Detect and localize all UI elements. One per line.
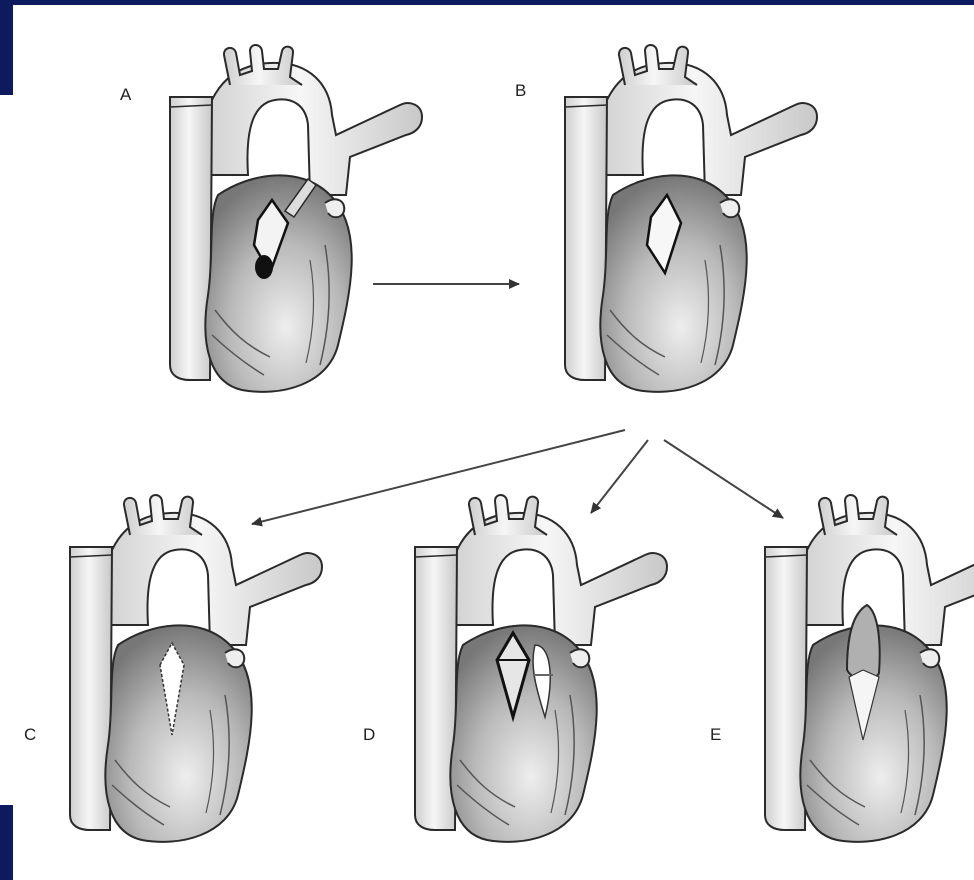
arrow-b-to-d: [591, 440, 648, 513]
panel-label-e: E: [710, 725, 721, 744]
panel-label-c: C: [24, 725, 36, 744]
panel-a: [170, 45, 422, 392]
panel-label-d: D: [363, 725, 375, 744]
obstruction-mass: [255, 255, 273, 279]
arrow-b-to-e: [664, 440, 783, 518]
panel-label-b: B: [515, 81, 526, 100]
arrow-b-to-c: [252, 430, 625, 524]
panel-e: [765, 495, 974, 842]
panel-b: [565, 45, 817, 392]
panel-label-a: A: [120, 85, 132, 104]
panel-d: [415, 495, 667, 842]
panel-c: [70, 495, 322, 842]
